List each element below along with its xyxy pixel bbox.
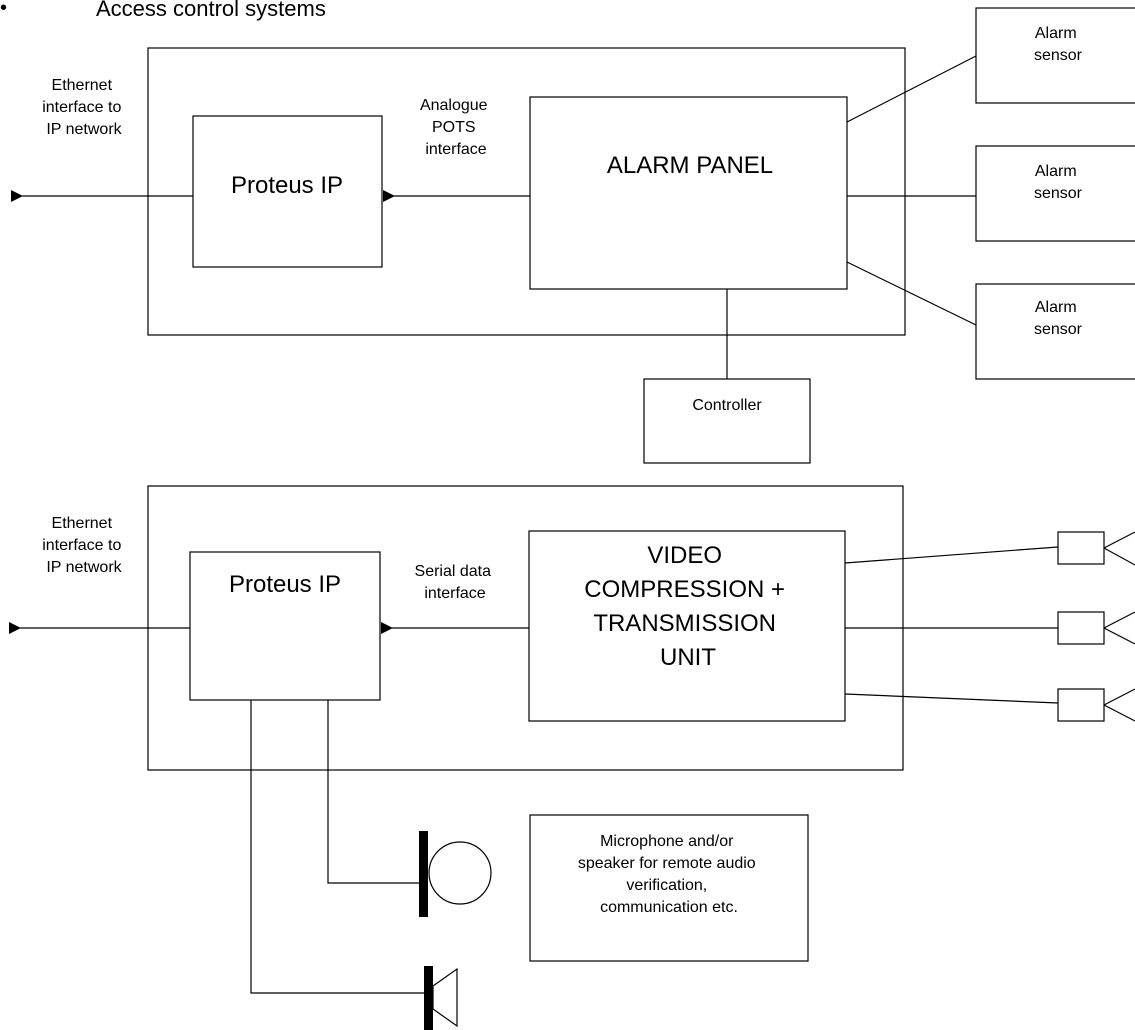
video-compression-unit-label: VIDEO COMPRESSION + TRANSMISSION UNIT — [584, 542, 791, 671]
camera-icon — [1057, 611, 1135, 645]
audio-description-box — [529, 814, 809, 962]
top-proteus-ip-label: Proteus IP — [231, 172, 343, 199]
video-compression-unit-box — [528, 530, 846, 722]
unit-to-camera-3-line — [844, 693, 1059, 704]
proteus-to-microphone-line — [327, 700, 420, 884]
bullet-symbol: • — [0, 0, 7, 19]
bullet-text: Access control systems — [96, 0, 326, 21]
alarm-sensor-2-label: Alarm sensor — [1034, 163, 1083, 202]
bottom-proteus-ip-box — [189, 551, 381, 701]
microphone-icon — [419, 831, 492, 917]
camera-icon — [1057, 531, 1135, 566]
camera-icon — [1057, 688, 1135, 722]
panel-to-sensor-1-line — [846, 55, 977, 123]
controller-box — [643, 378, 811, 464]
bullet-heading: • Access control systems — [0, 0, 326, 21]
speaker-icon — [424, 966, 458, 1030]
alarm-sensor-3 — [975, 283, 1135, 380]
alarm-sensor-1 — [975, 7, 1135, 104]
alarm-panel-box — [529, 96, 848, 290]
proteus-to-speaker-line — [250, 700, 424, 994]
top-proteus-ip-box — [192, 115, 383, 268]
alarm-sensor-3-label: Alarm sensor — [1034, 299, 1083, 338]
analogue-pots-interface-label: Analogue POTS interface — [420, 97, 492, 158]
alarm-panel-label: ALARM PANEL — [607, 152, 773, 179]
alarm-sensor-2 — [975, 145, 1135, 242]
top-ethernet-label: Ethernet interface to IP network — [42, 77, 126, 138]
alarm-sensor-1-label: Alarm sensor — [1034, 25, 1083, 64]
controller-label: Controller — [692, 397, 762, 414]
bottom-ethernet-label: Ethernet interface to IP network — [42, 515, 126, 576]
bottom-proteus-ip-label: Proteus IP — [229, 571, 341, 598]
audio-description-label: Microphone and/or speaker for remote aud… — [578, 833, 760, 916]
unit-to-camera-1-line — [844, 546, 1059, 564]
panel-to-sensor-3-line — [846, 261, 977, 326]
serial-data-interface-label: Serial data interface — [415, 563, 496, 602]
